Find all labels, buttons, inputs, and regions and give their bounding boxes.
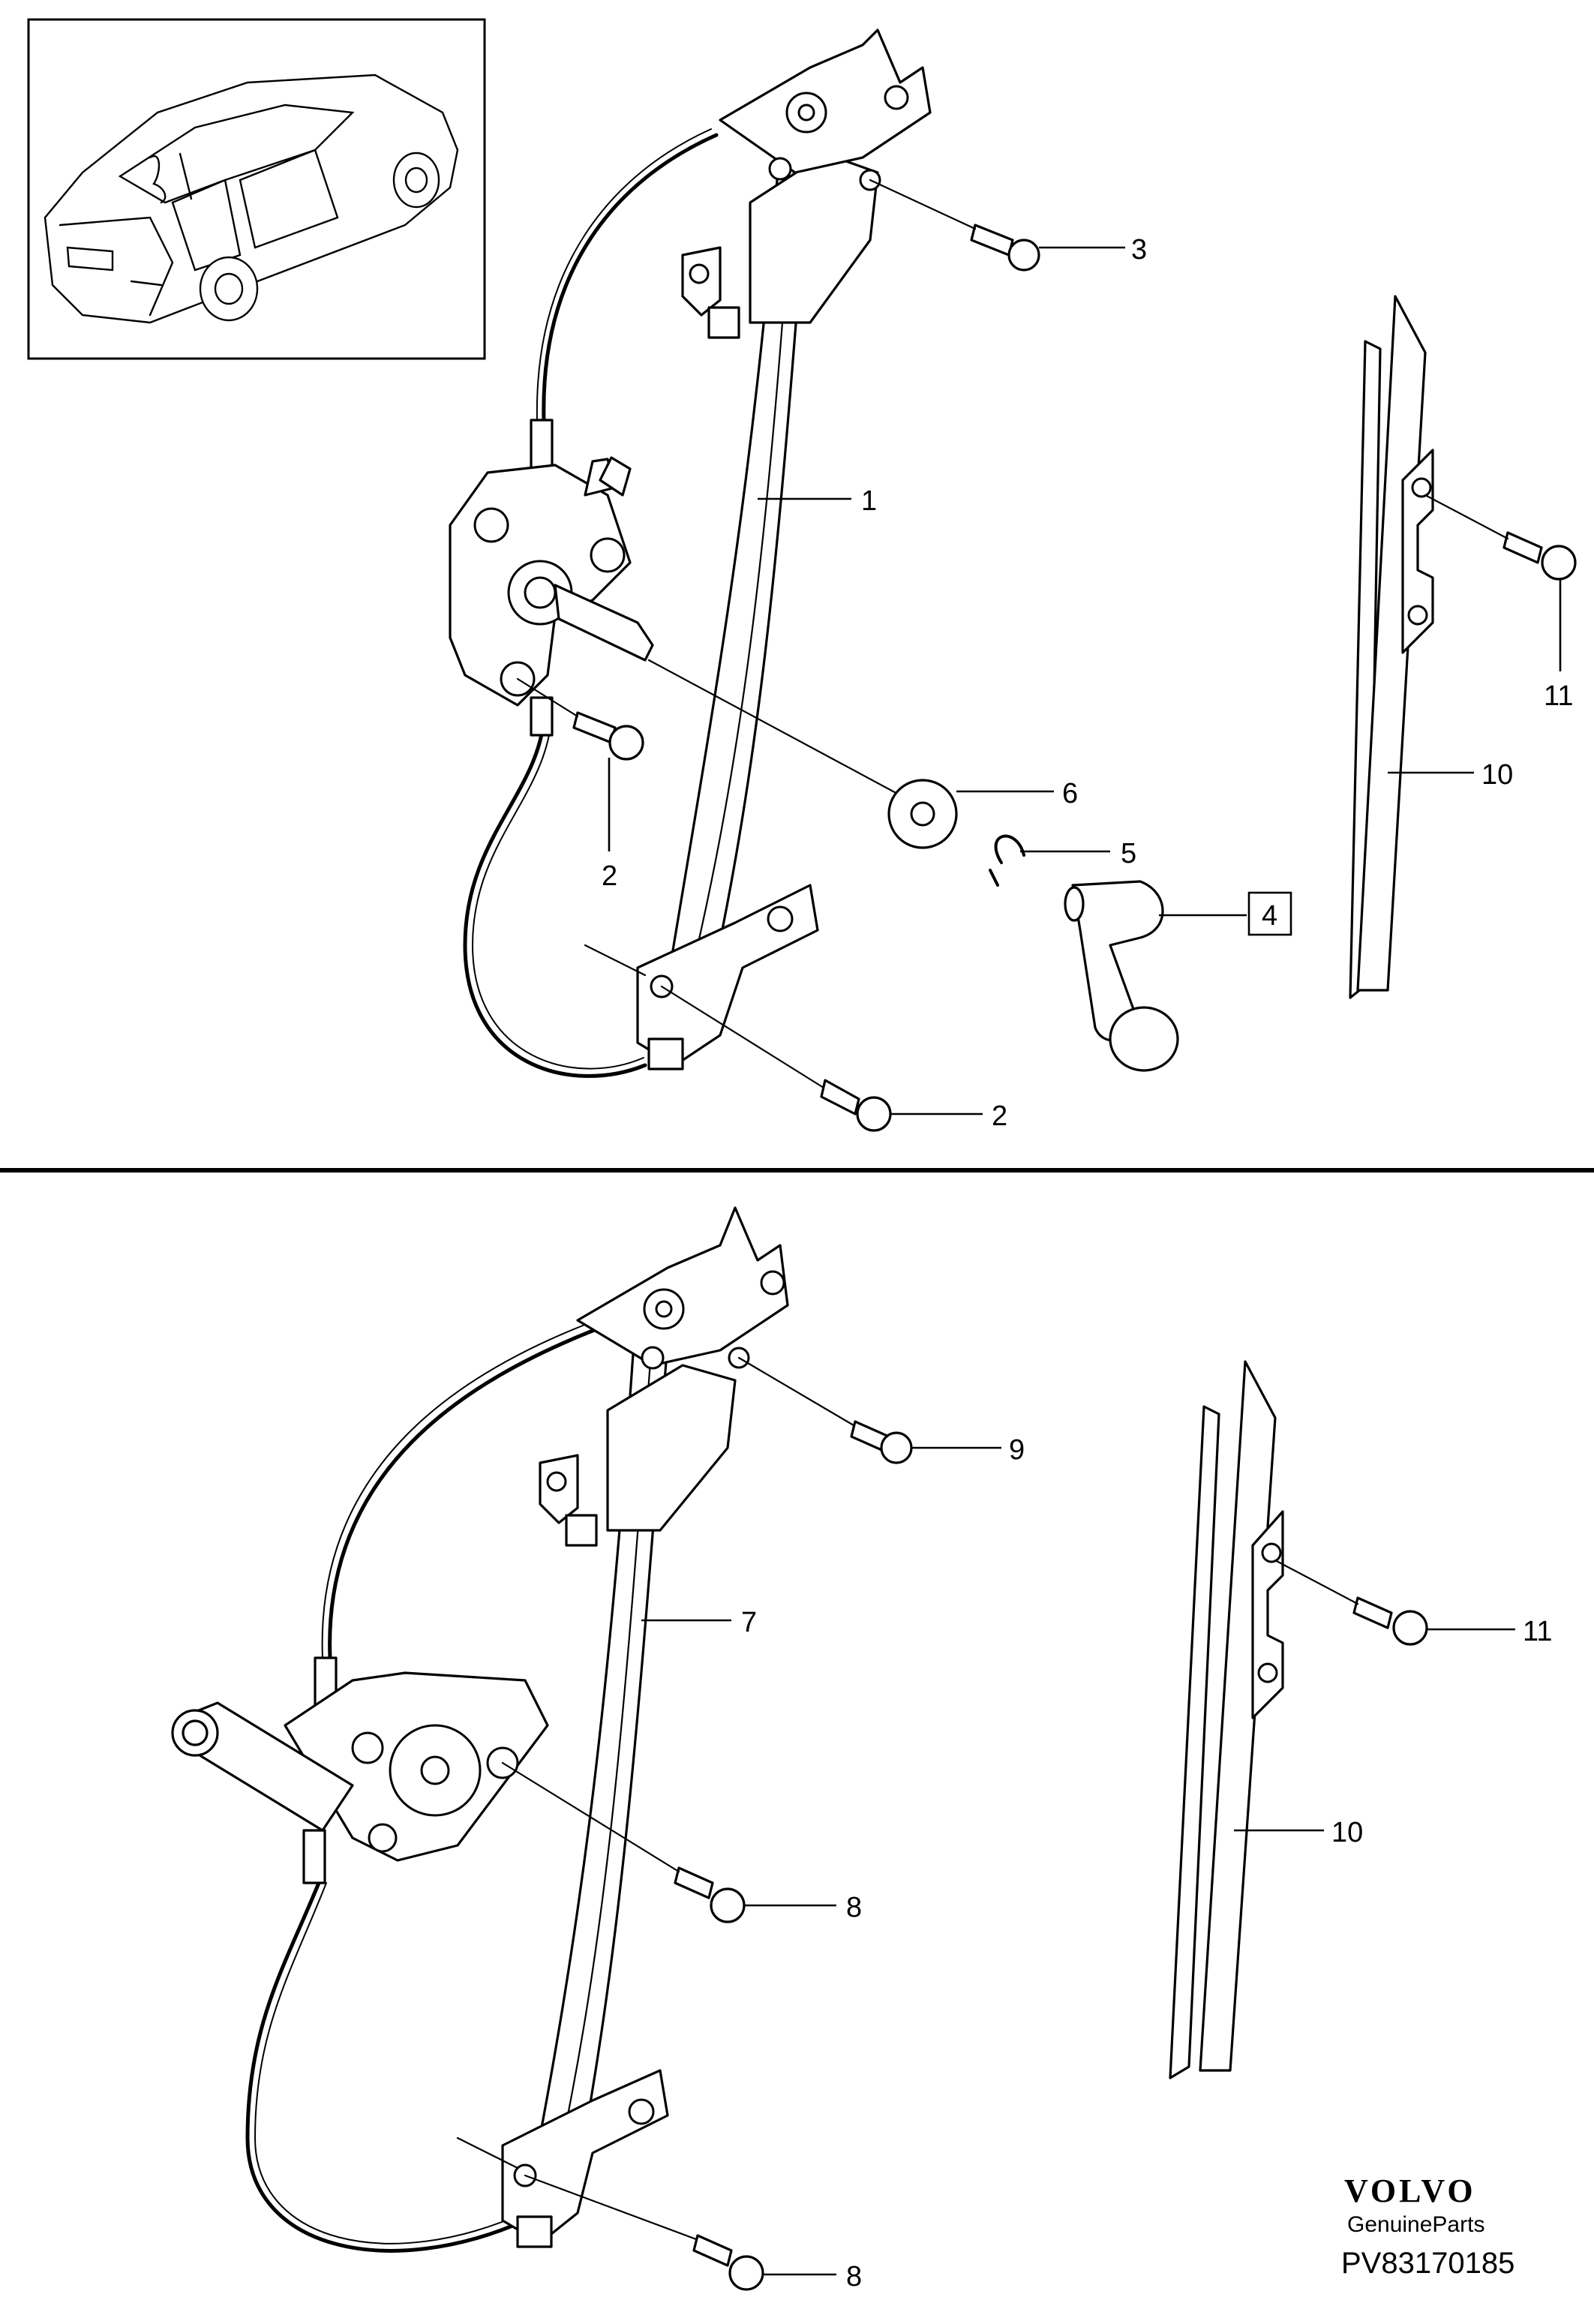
bolt-8-lower [524, 2174, 764, 2291]
bolt-2-lower [660, 985, 892, 1132]
callout-8-lower: 8 [846, 2261, 862, 2292]
callout-11: 11 [1544, 680, 1573, 712]
regulator-cable-upper [542, 133, 719, 422]
callouts-top: 1 3 2 2 6 5 4 10 11 [602, 234, 1573, 1132]
part-code: PV83170185 [1341, 2247, 1514, 2280]
callout-10: 10 [1481, 759, 1513, 791]
callouts-bottom: 7 9 8 8 11 10 [641, 1434, 1552, 2292]
bolt-11-bottom [1274, 1559, 1428, 1646]
callout-6: 6 [1062, 778, 1078, 809]
regulator-motor [171, 1671, 549, 1862]
callout-2-lower: 2 [992, 1100, 1007, 1132]
manual-regulator-assembly [449, 29, 1577, 1132]
callout-4: 4 [1262, 900, 1277, 932]
crank-handle-4 [1064, 880, 1179, 1072]
clip-5 [989, 834, 1025, 887]
power-regulator-assembly [171, 1206, 1428, 2291]
power-cable-upper [328, 1326, 602, 1660]
washer-6 [887, 779, 958, 849]
glass-channel-10-lower [1169, 1360, 1284, 2079]
screw-9 [737, 1356, 913, 1464]
regulator-cable-lower [463, 718, 647, 1078]
car-illustration [44, 74, 459, 324]
callout-1: 1 [861, 485, 877, 517]
car-location-inset [27, 18, 486, 360]
branding: VOLVO GenuineParts PV83170185 [1341, 2172, 1514, 2280]
callout-5: 5 [1121, 838, 1136, 869]
callout-3: 3 [1131, 234, 1147, 266]
bolt-2-upper [516, 677, 644, 761]
bolt-8-upper [501, 1761, 746, 1923]
bolt-11-top [1424, 494, 1577, 581]
callout-7: 7 [741, 1607, 757, 1638]
callout-8-upper: 8 [846, 1892, 862, 1923]
callout-4-box [1247, 891, 1292, 936]
glass-channel-10 [1349, 295, 1434, 999]
volvo-logo-text: VOLVO [1344, 2172, 1476, 2209]
power-cable-lower [245, 1881, 527, 2253]
genuine-parts-text: GenuineParts [1347, 2212, 1484, 2237]
callout-11-lower: 11 [1523, 1616, 1552, 1647]
screw-3 [869, 179, 1040, 272]
callout-10-lower: 10 [1331, 1817, 1363, 1848]
callout-9: 9 [1009, 1434, 1025, 1466]
callout-2-upper: 2 [602, 860, 617, 892]
